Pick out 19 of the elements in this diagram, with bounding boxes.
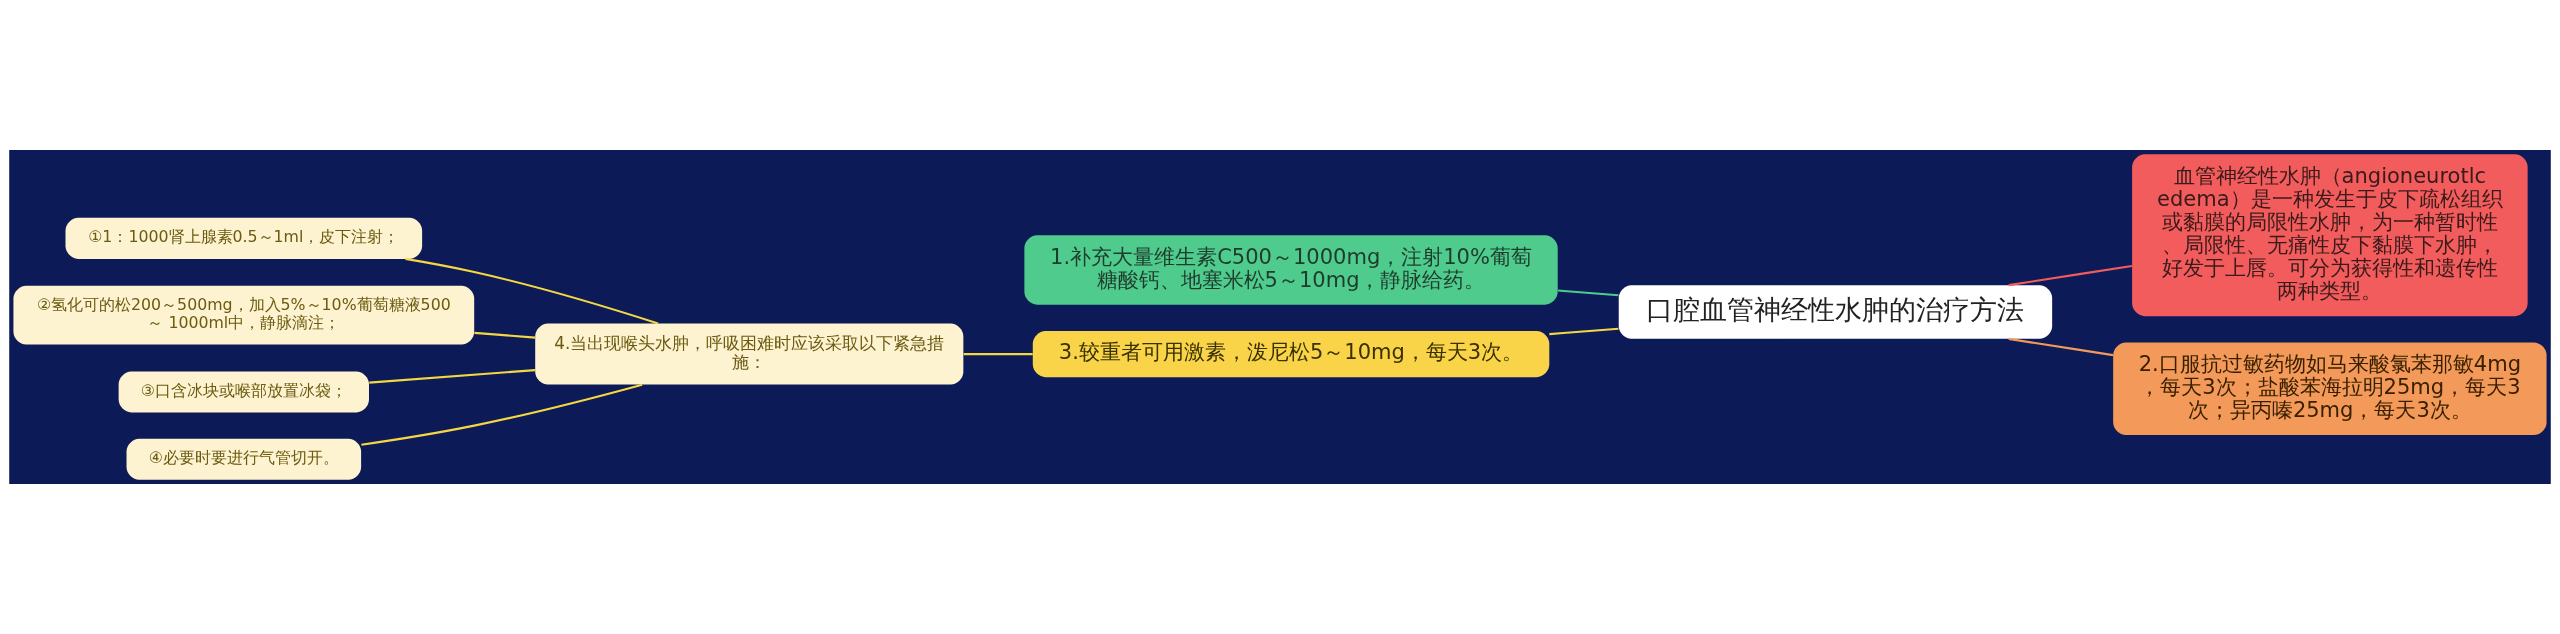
connector	[963, 353, 1033, 356]
node-box: 血管神经性水肿（angioneurotlc edema）是一种发生于皮下疏松组织或黏膜的局限性水肿，为一种暂时性、局限性、无痛性皮下黏膜下水肿，好发于上唇。可分为获得性和遗传性两种类型。	[2132, 154, 2528, 317]
connector	[369, 369, 536, 384]
connector	[361, 383, 643, 446]
connector	[2008, 337, 2114, 357]
node-box: 1.补充大量维生素C500～1000mg，注射10%葡萄糖酸钙、地塞米松5～10mg，静脉给药。	[1024, 235, 1558, 305]
node-box: ②氢化可的松200～500mg，加入5%～10%葡萄糖液500～ 1000ml中，静脉滴注；	[13, 285, 475, 345]
connector	[1549, 327, 1619, 336]
node-box: 2.口服抗过敏药物如马来酸氯苯那敏4mg，每天3次；盐酸苯海拉明25mg，每天3次；异丙嗪25mg，每天3次。	[2113, 342, 2547, 436]
connector	[474, 331, 536, 339]
connector	[405, 257, 659, 325]
node-box: ①1：1000肾上腺素0.5～1ml，皮下注射；	[65, 217, 423, 259]
connector	[1558, 289, 1619, 297]
node-box: ③口含冰块或喉部放置冰袋；	[118, 371, 369, 413]
node-box: 口腔血管神经性水肿的治疗方法	[1618, 285, 2053, 339]
node-box: ④必要时要进行气管切开。	[126, 438, 362, 480]
connector	[2008, 264, 2132, 287]
node-box: 3.较重者可用激素，泼尼松5～10mg，每天3次。	[1032, 330, 1550, 378]
node-box: 4.当出现喉头水肿，呼吸困难时应该采取以下紧急措施：	[535, 323, 964, 385]
